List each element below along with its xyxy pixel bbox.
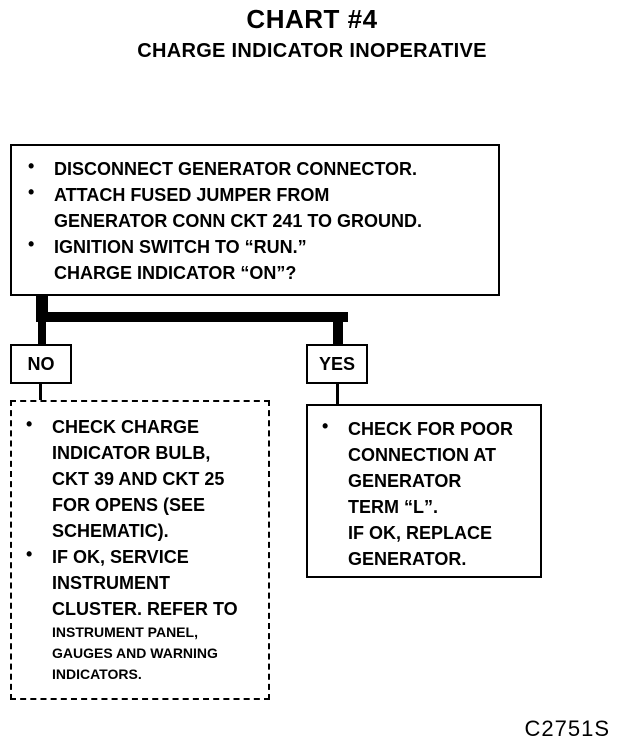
bullet-icon: • xyxy=(28,156,35,176)
question-box: • DISCONNECT GENERATOR CONNECTOR. • ATTA… xyxy=(10,144,500,296)
question-item-2: • ATTACH FUSED JUMPER FROM GENERATOR CON… xyxy=(24,182,490,234)
yes-action-item-1: • CHECK FOR POOR CONNECTION AT GENERATOR… xyxy=(318,416,534,572)
connector-crossbar xyxy=(36,312,348,322)
action-line: GENERATOR. xyxy=(348,549,467,569)
question-item-3: • IGNITION SWITCH TO “RUN.” CHARGE INDIC… xyxy=(24,234,490,286)
action-line: SCHEMATIC). xyxy=(52,521,169,541)
no-label: NO xyxy=(27,353,55,374)
action-line: CONNECTION AT xyxy=(348,445,496,465)
no-branch-label: NO xyxy=(10,344,72,384)
no-action-box: • CHECK CHARGE INDICATOR BULB, CKT 39 AN… xyxy=(10,400,270,700)
yes-action-box: • CHECK FOR POOR CONNECTION AT GENERATOR… xyxy=(306,404,542,578)
connector-yes-drop xyxy=(333,318,343,344)
question-line: GENERATOR CONN CKT 241 TO GROUND. xyxy=(54,211,423,231)
bullet-icon: • xyxy=(322,416,329,436)
action-line: CHECK FOR POOR xyxy=(348,419,514,439)
action-line: INDICATOR BULB, xyxy=(52,443,211,463)
bullet-icon: • xyxy=(28,182,35,202)
bullet-icon: • xyxy=(26,414,33,434)
bullet-icon: • xyxy=(26,544,33,564)
action-line-small: INSTRUMENT PANEL, xyxy=(52,624,198,640)
question-line: DISCONNECT GENERATOR CONNECTOR. xyxy=(54,159,418,179)
question-item-1: • DISCONNECT GENERATOR CONNECTOR. xyxy=(24,156,490,182)
action-line: IF OK, REPLACE xyxy=(348,523,493,543)
action-line: IF OK, SERVICE xyxy=(52,547,189,567)
no-action-item-2: • IF OK, SERVICE INSTRUMENT CLUSTER. REF… xyxy=(22,544,262,685)
connector-no-drop xyxy=(38,318,46,344)
question-line: CHARGE INDICATOR “ON”? xyxy=(54,263,297,283)
action-line: CLUSTER. REFER TO xyxy=(52,599,238,619)
connector-yes-action xyxy=(336,384,339,404)
action-line: GENERATOR xyxy=(348,471,462,491)
no-action-list: • CHECK CHARGE INDICATOR BULB, CKT 39 AN… xyxy=(22,414,262,685)
chart-subtitle: CHARGE INDICATOR INOPERATIVE xyxy=(137,40,487,62)
action-line-small: INDICATORS. xyxy=(52,666,142,682)
yes-branch-label: YES xyxy=(306,344,368,384)
action-line: FOR OPENS (SEE xyxy=(52,495,206,515)
figure-id: C2751S xyxy=(524,716,610,741)
action-line: CKT 39 AND CKT 25 xyxy=(52,469,225,489)
question-line: IGNITION SWITCH TO “RUN.” xyxy=(54,237,307,257)
bullet-icon: • xyxy=(28,234,35,254)
question-list: • DISCONNECT GENERATOR CONNECTOR. • ATTA… xyxy=(24,156,490,286)
action-line: CHECK CHARGE xyxy=(52,417,200,437)
action-line: TERM “L”. xyxy=(348,497,438,517)
action-line: INSTRUMENT xyxy=(52,573,170,593)
yes-label: YES xyxy=(318,353,356,374)
question-line: ATTACH FUSED JUMPER FROM xyxy=(54,185,330,205)
yes-action-list: • CHECK FOR POOR CONNECTION AT GENERATOR… xyxy=(318,416,534,572)
connector-no-action xyxy=(39,384,42,400)
action-line-small: GAUGES AND WARNING xyxy=(52,645,218,661)
chart-title: CHART #4 xyxy=(246,4,378,34)
no-action-item-1: • CHECK CHARGE INDICATOR BULB, CKT 39 AN… xyxy=(22,414,262,544)
